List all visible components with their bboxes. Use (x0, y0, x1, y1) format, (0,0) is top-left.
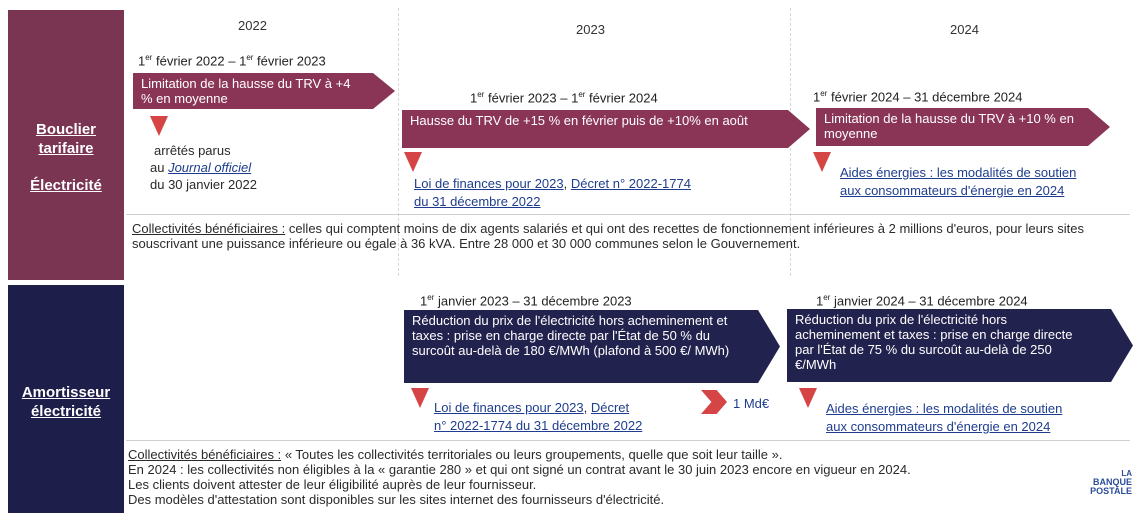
aides-energies-link[interactable]: Aides énergies : les modalités de soutie… (840, 165, 1077, 180)
label-line: Bouclier (35, 121, 96, 138)
section-label-amortisseur: Amortisseur électricité (8, 285, 124, 513)
marker-triangle (799, 388, 817, 408)
marker-triangle (404, 152, 422, 172)
divider (126, 440, 1130, 441)
aides-energies-link[interactable]: aux consommateurs d'énergie en 2024 (826, 419, 1051, 434)
measure-box-amort-2024: Réduction du prix de l'électricité hors … (787, 309, 1133, 382)
label-line: électricité (30, 403, 102, 420)
decree-note-2022: arrêtés parus au Journal officiel du 30 … (150, 143, 257, 192)
label-line: Amortisseur (21, 384, 111, 401)
cost-label: 1 Md€ (733, 396, 770, 411)
measure-box-2023: Hausse du TRV de +15 % en février puis d… (402, 110, 810, 148)
marker-triangle (411, 388, 429, 408)
period-2024: 1er février 2024 – 31 décembre 2024 (813, 89, 1023, 105)
decret-2022-1774-link[interactable]: n° 2022-1774 du 31 décembre 2022 (434, 418, 643, 433)
period-amort-2023: 1er janvier 2023 – 31 décembre 2023 (420, 293, 632, 309)
year-2022: 2022 (238, 18, 267, 33)
measure-box-2022: Limitation de la hausse du TRV à +4 % en… (133, 73, 395, 109)
loi-finances-2023-link[interactable]: Loi de finances pour 2023 (414, 176, 564, 191)
chevron-right-icon (701, 390, 727, 414)
section-label-bouclier: Bouclier tarifaire Électricité (8, 10, 124, 280)
loi-finances-2023-link[interactable]: Loi de finances pour 2023 (434, 400, 584, 415)
journal-officiel-link[interactable]: Journal officiel (168, 160, 252, 175)
aides-energies-amort-2024: Aides énergies : les modalités de soutie… (826, 400, 1131, 436)
aides-energies-link[interactable]: Aides énergies : les modalités de soutie… (826, 401, 1063, 416)
label-line: tarifaire (38, 140, 94, 157)
marker-triangle (150, 116, 168, 136)
period-2022: 1er février 2022 – 1er février 2023 (138, 53, 326, 69)
legal-refs-amort-2023: Loi de finances pour 2023, Décret n° 202… (434, 400, 643, 433)
decret-2022-1774-link[interactable]: Décret n° 2022-1774 (570, 176, 691, 191)
banque-postale-logo: LA BANQUE POSTALE (1090, 469, 1132, 496)
period-amort-2024: 1er janvier 2024 – 31 décembre 2024 (816, 293, 1028, 309)
aides-energies-link[interactable]: aux consommateurs d'énergie en 2024 (840, 183, 1065, 198)
beneficiaries-amortisseur: Collectivités bénéficiaires : « Toutes l… (128, 447, 911, 507)
year-2024: 2024 (950, 22, 979, 37)
measure-box-2024: Limitation de la hausse du TRV à +10 % e… (816, 108, 1110, 146)
column-divider (398, 8, 399, 276)
legal-refs-2023: Loi de finances pour 2023, Décret n° 202… (414, 176, 691, 209)
measure-box-amort-2023: Réduction du prix de l'électricité hors … (404, 310, 780, 383)
beneficiaries-bouclier: Collectivités bénéficiaires : celles qui… (132, 221, 1084, 251)
decret-link[interactable]: Décret (590, 400, 630, 415)
marker-triangle (813, 152, 831, 172)
period-2023: 1er février 2023 – 1er février 2024 (470, 90, 658, 106)
aides-energies-2024: Aides énergies : les modalités de soutie… (840, 164, 1140, 200)
year-2023: 2023 (576, 22, 605, 37)
decret-date-link[interactable]: du 31 décembre 2022 (414, 194, 541, 209)
label-line: Électricité (30, 177, 102, 194)
divider (126, 214, 1130, 215)
